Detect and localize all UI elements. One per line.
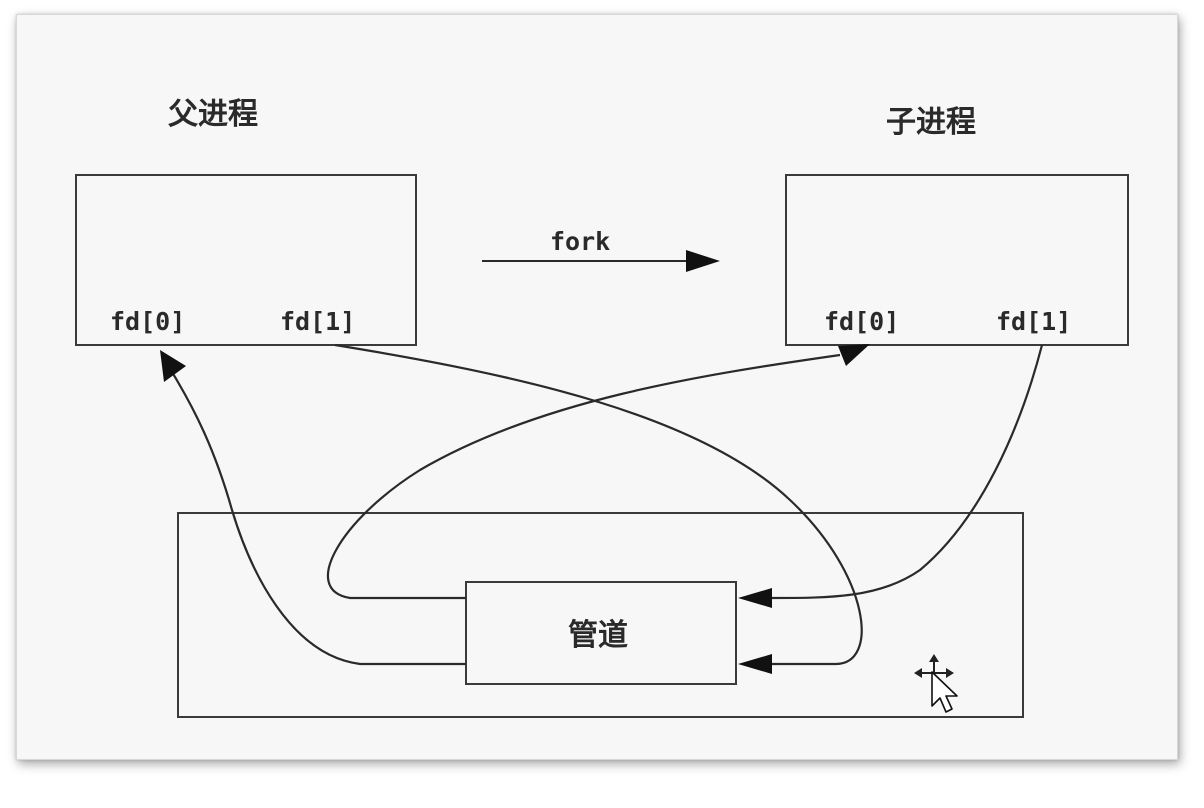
parent-process-title: 父进程 bbox=[168, 97, 258, 132]
pipe-bottom-right-arrowhead bbox=[738, 654, 772, 674]
pipe-to-child-fd0-curve bbox=[326, 353, 841, 600]
parent-process-box bbox=[75, 174, 417, 346]
fork-arrowhead bbox=[686, 250, 720, 272]
parent-fd0-arrowhead bbox=[160, 350, 186, 382]
child-fd1-label: fd[1] bbox=[996, 307, 1071, 336]
pipe-top-right-arrowhead bbox=[738, 588, 772, 608]
child-fd0-arrowhead bbox=[838, 344, 870, 366]
child-fd1-to-pipe-curve bbox=[769, 344, 1044, 600]
move-cursor-icon bbox=[914, 654, 958, 713]
kernel-box bbox=[177, 512, 1024, 718]
child-process-box bbox=[785, 174, 1129, 346]
child-fd0-label: fd[0] bbox=[824, 307, 899, 336]
diagram-frame bbox=[16, 14, 1178, 760]
child-process-title: 子进程 bbox=[886, 105, 976, 140]
fork-label: fork bbox=[550, 227, 610, 256]
parent-fd0-label: fd[0] bbox=[110, 307, 185, 336]
pipe-label: 管道 bbox=[568, 618, 628, 653]
pipe-to-parent-fd0-curve bbox=[171, 371, 466, 666]
parent-fd1-label: fd[1] bbox=[280, 307, 355, 336]
parent-fd1-to-pipe-curve bbox=[334, 343, 863, 666]
pipe-box bbox=[465, 581, 737, 685]
